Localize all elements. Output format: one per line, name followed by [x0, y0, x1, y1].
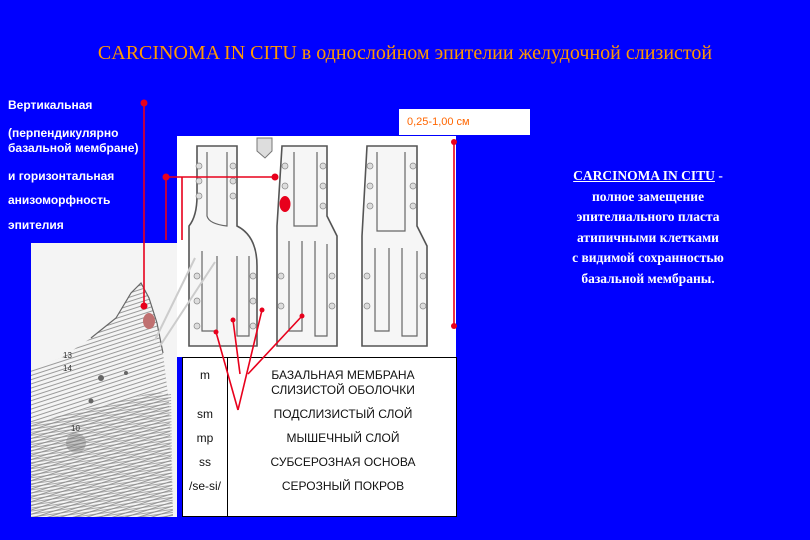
- layer-name: СЕРОЗНЫЙ ПОКРОВ: [281, 479, 405, 493]
- pointer-dot: [299, 313, 305, 319]
- layer-code: /se-si/: [188, 479, 221, 493]
- pointer-dot: [162, 173, 170, 181]
- description-term: CARCINOMA IN CITU: [573, 168, 715, 183]
- layer-code: mp: [196, 431, 214, 445]
- micrograph-number: 14: [63, 364, 72, 373]
- micrograph-panel: 13 14 10: [31, 243, 177, 517]
- gastric-glands-illustration: [188, 137, 428, 347]
- layer-name: МЫШЕЧНЫЙ СЛОЙ: [286, 431, 400, 445]
- layer-name: ПОДСЛИЗИСТЫЙ СЛОЙ: [273, 407, 413, 421]
- layer-code: m: [200, 368, 210, 382]
- description-block: CARCINOMA IN CITU - полное замещение эпи…: [530, 166, 766, 289]
- label-horizontal: и горизонтальная: [8, 169, 115, 183]
- pointer-dot: [451, 139, 457, 145]
- pointer-dot: [140, 302, 148, 310]
- layer-code: ss: [199, 455, 211, 469]
- micrograph-number: 10: [71, 424, 80, 433]
- layer-name: СУБСЕРОЗНАЯ ОСНОВА: [270, 455, 416, 469]
- label-vertical: Вертикальная: [8, 98, 93, 112]
- label-basal-membrane: базальной мембране): [8, 141, 139, 155]
- description-line: с видимой сохранностью: [572, 250, 724, 265]
- description-line: эпителиального пласта: [576, 209, 720, 224]
- pointer-membrane-line: [232, 319, 241, 375]
- pointer-dot: [140, 99, 148, 107]
- pointer-dot: [230, 317, 236, 323]
- description-line: базальной мембраны.: [581, 270, 715, 286]
- pointer-submucosa-line: [215, 331, 239, 411]
- pointer-submucosa-line: [237, 309, 263, 411]
- scale-label-box: 0,25-1,00 см: [399, 109, 530, 135]
- description-dash: -: [714, 168, 723, 183]
- connector-line: [154, 257, 196, 341]
- pointer-dot: [213, 329, 219, 335]
- layer-code: sm: [197, 407, 213, 421]
- connector-line: [159, 261, 216, 347]
- label-anisomorphism: анизоморфность: [8, 193, 111, 207]
- atypical-cell-marker: [279, 196, 291, 212]
- description-line: полное замещение: [591, 188, 705, 204]
- slide-title: CARCINOMA IN CITU в однослойном эпителии…: [97, 42, 713, 64]
- table-divider: [227, 358, 228, 516]
- pointer-dot: [271, 173, 279, 181]
- layer-name: БАЗАЛЬНАЯ МЕМБРАНА СЛИЗИСТОЙ ОБОЛОЧКИ: [271, 368, 415, 397]
- pointer-membrane-line: [247, 315, 303, 375]
- micrograph-number: 13: [63, 351, 72, 360]
- description-line: атипичными клетками: [577, 229, 719, 245]
- micrograph-illustration: 13 14 10: [31, 282, 173, 517]
- pointer-dot: [451, 323, 457, 329]
- pointer-dot: [259, 307, 265, 313]
- gland-diagram-panel: [177, 136, 456, 357]
- label-perpendicular: (перпендикулярно: [8, 126, 119, 140]
- label-epithelium: эпителия: [8, 218, 64, 232]
- layers-table: m БАЗАЛЬНАЯ МЕМБРАНА СЛИЗИСТОЙ ОБОЛОЧКИ …: [182, 357, 457, 517]
